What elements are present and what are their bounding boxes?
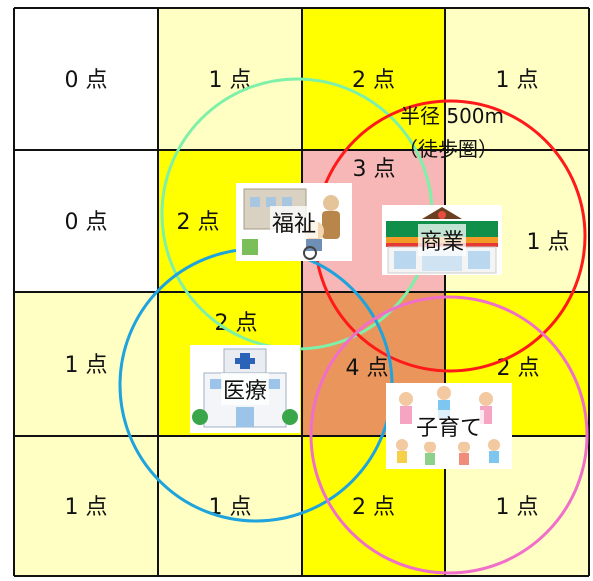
cell-score-label: 1 点 [209, 495, 252, 520]
grid-cell [14, 150, 158, 292]
welfare-label: 福祉 [269, 206, 318, 238]
welfare-facility-icon [236, 183, 352, 261]
radius-note-line1: 半径 500m [400, 104, 505, 128]
cell-score-label: 4 点 [346, 356, 389, 381]
grid-cell [14, 436, 158, 576]
cell-score-label: 0 点 [65, 210, 108, 235]
grid-cell [14, 8, 158, 150]
grid-cell [14, 292, 158, 436]
cell-score-label: 3 点 [353, 157, 396, 182]
grid-cell [158, 436, 302, 576]
cell-score-label: 2 点 [352, 495, 395, 520]
welfare-facility: 福祉 [236, 183, 352, 261]
cell-score-label: 1 点 [496, 495, 539, 520]
children-icon [386, 383, 512, 469]
cell-score-label: 2 点 [215, 311, 258, 336]
commerce-facility: 商業 [382, 205, 502, 275]
cell-score-label: 2 点 [352, 68, 395, 93]
cell-score-label: 1 点 [527, 230, 570, 255]
cell-score-label: 1 点 [65, 353, 108, 378]
childcare-walking-radius-circle [309, 295, 589, 575]
cell-score-label: 0 点 [65, 68, 108, 93]
radius-note-line2: （徒歩圏） [398, 137, 498, 161]
medical-facility: 医療 [190, 345, 300, 433]
cell-score-label: 1 点 [65, 495, 108, 520]
medical-label: 医療 [220, 373, 269, 405]
cell-score-label: 1 点 [496, 68, 539, 93]
cell-score-label: 2 点 [177, 210, 220, 235]
grid-cell [445, 8, 589, 150]
childcare-label: 子育て [413, 410, 484, 442]
commerce-label: 商業 [417, 224, 466, 256]
childcare-facility: 子育て [386, 383, 512, 469]
